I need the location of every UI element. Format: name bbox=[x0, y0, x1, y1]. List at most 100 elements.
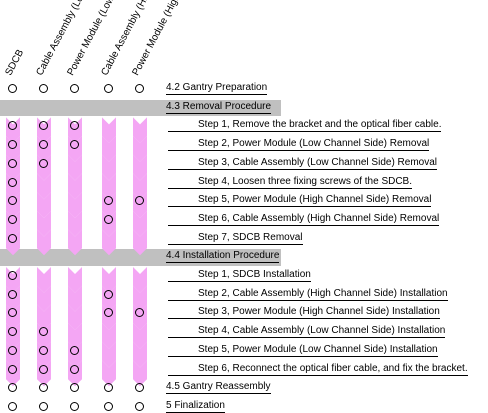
band-segment bbox=[68, 173, 82, 200]
band-segment bbox=[102, 360, 116, 387]
band-segment bbox=[37, 304, 51, 331]
band-segment bbox=[68, 229, 82, 256]
step-marker bbox=[70, 345, 79, 355]
row-underline bbox=[168, 243, 303, 245]
section-label: 4.3 Removal Procedure bbox=[166, 100, 272, 112]
band-segment bbox=[68, 267, 82, 293]
row-underline bbox=[168, 150, 430, 152]
band-segment bbox=[102, 154, 116, 181]
band-segment bbox=[68, 304, 82, 331]
band-segment bbox=[133, 267, 147, 293]
step-marker bbox=[135, 383, 144, 393]
step-label: Step 7, SDCB Removal bbox=[198, 231, 303, 243]
band-segment bbox=[37, 210, 51, 237]
step-label: Step 3, Cable Assembly (Low Channel Side… bbox=[198, 156, 438, 168]
step-label: Step 4, Loosen three fixing screws of th… bbox=[198, 175, 412, 187]
band-segment bbox=[102, 229, 116, 256]
row-underline bbox=[168, 281, 311, 282]
section-label: 4.5 Gantry Reassembly bbox=[166, 381, 271, 393]
step-label: Step 4, Cable Assembly (Low Channel Side… bbox=[198, 325, 446, 337]
step-marker bbox=[8, 196, 17, 206]
step-marker bbox=[135, 308, 144, 318]
step-marker bbox=[135, 84, 144, 93]
step-label: Step 3, Power Module (High Channel Side)… bbox=[198, 306, 440, 318]
band-segment bbox=[133, 210, 147, 237]
step-marker bbox=[135, 401, 144, 411]
step-marker bbox=[8, 401, 17, 411]
step-marker bbox=[70, 401, 79, 411]
band-segment bbox=[133, 154, 147, 181]
section-bar bbox=[0, 249, 281, 266]
band-segment bbox=[68, 210, 82, 237]
band-segment bbox=[133, 117, 147, 144]
step-marker bbox=[8, 158, 17, 168]
row-underline bbox=[166, 262, 280, 264]
band-segment bbox=[102, 136, 116, 162]
step-marker bbox=[104, 289, 113, 299]
band-segment bbox=[102, 117, 116, 144]
band-segment bbox=[133, 136, 147, 162]
step-label: Step 1, Remove the bracket and the optic… bbox=[198, 119, 442, 131]
step-marker bbox=[8, 214, 17, 224]
step-marker bbox=[70, 140, 79, 150]
step-marker bbox=[135, 196, 144, 206]
step-marker bbox=[70, 121, 79, 131]
step-marker bbox=[8, 84, 17, 93]
band-segment bbox=[102, 173, 116, 200]
step-marker bbox=[39, 401, 48, 411]
band-segment bbox=[133, 341, 147, 368]
step-marker bbox=[8, 140, 17, 150]
step-marker bbox=[39, 345, 48, 355]
step-marker bbox=[8, 289, 17, 299]
row-underline bbox=[168, 318, 440, 320]
step-label: Step 2, Cable Assembly (High Channel Sid… bbox=[198, 287, 448, 299]
step-marker bbox=[39, 327, 48, 337]
step-marker bbox=[39, 364, 48, 374]
band-segment bbox=[133, 323, 147, 349]
band-segment bbox=[37, 192, 51, 218]
section-label: 4.2 Gantry Preparation bbox=[166, 82, 268, 93]
section-label: 4.4 Installation Procedure bbox=[166, 250, 280, 262]
step-marker bbox=[8, 383, 17, 393]
step-marker bbox=[39, 84, 48, 93]
step-marker bbox=[104, 383, 113, 393]
row-underline bbox=[168, 374, 468, 376]
step-marker bbox=[39, 158, 48, 168]
row-underline bbox=[168, 224, 440, 226]
step-marker bbox=[8, 271, 17, 280]
row-underline bbox=[166, 393, 271, 395]
step-marker bbox=[104, 214, 113, 224]
row-underline bbox=[168, 206, 432, 208]
band-segment bbox=[133, 173, 147, 200]
step-marker bbox=[70, 383, 79, 393]
band-segment bbox=[37, 285, 51, 312]
row-underline bbox=[168, 131, 442, 133]
band-segment bbox=[133, 360, 147, 387]
row-underline bbox=[166, 94, 268, 95]
step-marker bbox=[39, 383, 48, 393]
step-marker bbox=[104, 196, 113, 206]
step-marker bbox=[70, 84, 79, 93]
band-segment bbox=[68, 154, 82, 181]
step-marker bbox=[8, 308, 17, 318]
step-marker bbox=[8, 177, 17, 187]
band-segment bbox=[133, 285, 147, 312]
row-underline bbox=[168, 187, 412, 189]
band-segment bbox=[37, 267, 51, 293]
step-marker bbox=[8, 345, 17, 355]
step-label: Step 6, Reconnect the optical fiber cabl… bbox=[198, 362, 468, 374]
step-marker bbox=[8, 364, 17, 374]
row-underline bbox=[168, 355, 438, 357]
band-segment bbox=[102, 341, 116, 368]
band-segment bbox=[68, 323, 82, 349]
row-underline bbox=[168, 337, 446, 339]
step-marker bbox=[8, 121, 17, 131]
step-marker bbox=[8, 327, 17, 337]
band-segment bbox=[133, 229, 147, 256]
step-marker bbox=[104, 84, 113, 93]
step-label: Step 6, Cable Assembly (High Channel Sid… bbox=[198, 212, 440, 224]
step-marker bbox=[104, 401, 113, 411]
step-marker bbox=[8, 233, 17, 243]
band-segment bbox=[102, 323, 116, 349]
